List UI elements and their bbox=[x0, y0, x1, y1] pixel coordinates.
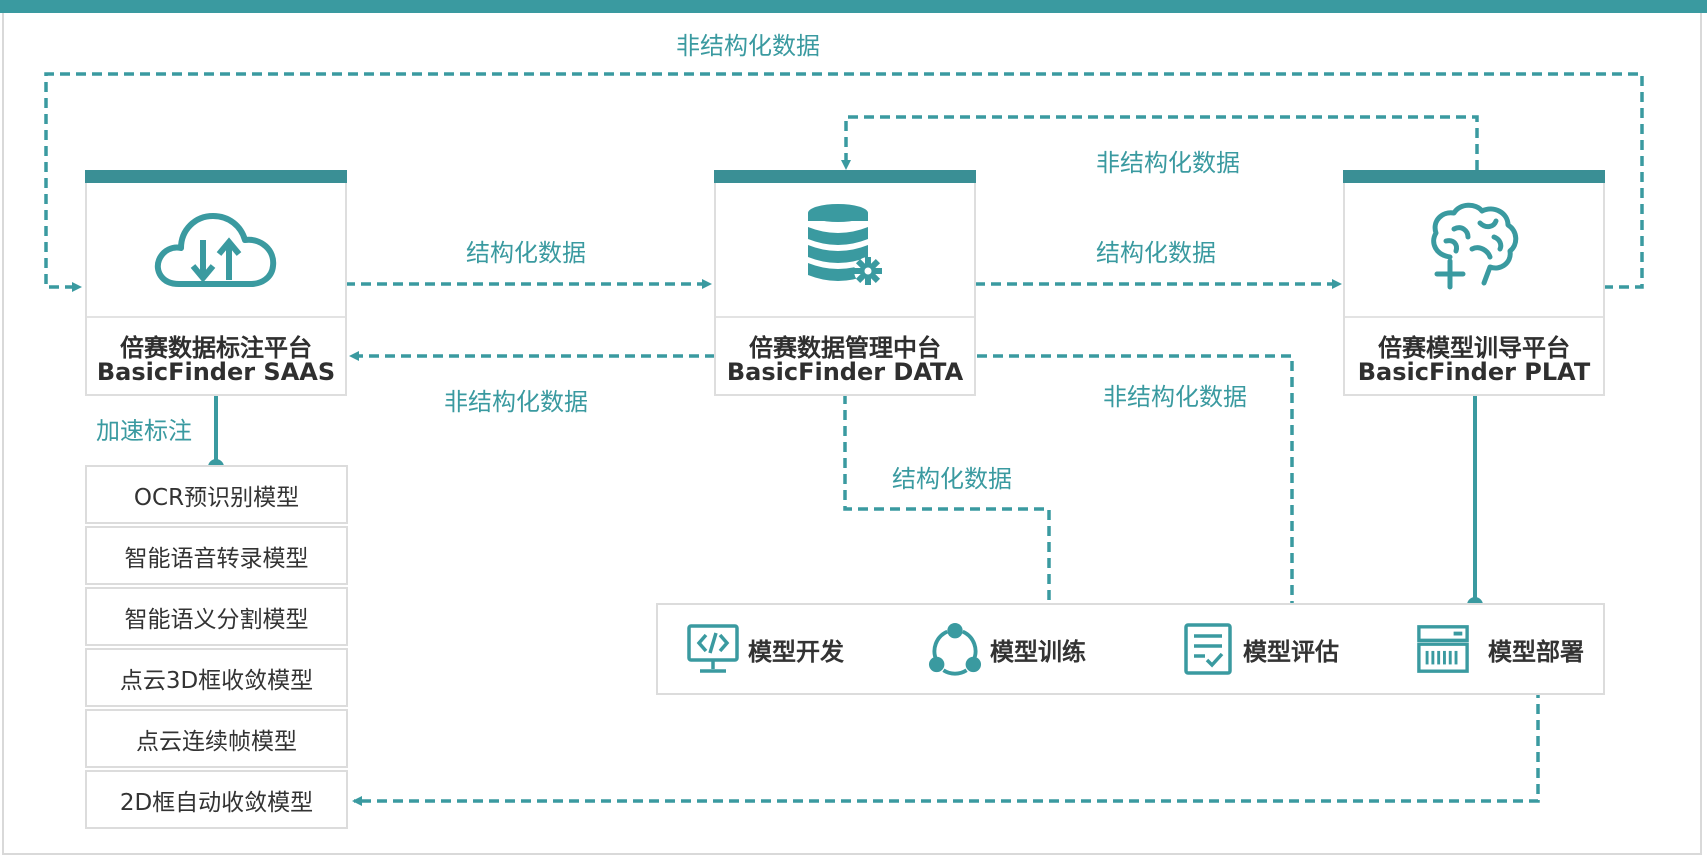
platform-subtitle: BasicFinder DATA bbox=[726, 358, 964, 386]
flow-label-top-unstructured: 非结构化数据 bbox=[676, 32, 820, 60]
server-icon bbox=[1416, 622, 1470, 676]
flow-label-data-to-eval: 非结构化数据 bbox=[1103, 383, 1247, 411]
pipeline-step-label: 模型训练 bbox=[990, 637, 1086, 666]
model-list: OCR预识别模型 智能语音转录模型 智能语义分割模型 点云3D框收敛模型 点云连… bbox=[85, 465, 348, 831]
saas-platform-card: 倍赛数据标注平台 BasicFinder SAAS bbox=[85, 170, 347, 396]
platform-name: 倍赛数据标注平台 bbox=[120, 334, 312, 362]
list-item: 点云连续帧模型 bbox=[85, 709, 348, 768]
list-item: OCR预识别模型 bbox=[85, 465, 348, 524]
brain-plus-icon bbox=[1345, 192, 1603, 302]
flow-label-data-to-saas: 非结构化数据 bbox=[444, 388, 588, 416]
card-header-bar bbox=[1343, 170, 1605, 183]
flow-label-accelerate: 加速标注 bbox=[96, 417, 192, 445]
cycle-nodes-icon bbox=[928, 622, 982, 676]
deploy-to-models-connector bbox=[352, 672, 1540, 806]
platform-name: 倍赛数据管理中台 bbox=[749, 334, 941, 362]
pipeline-step-label: 模型评估 bbox=[1243, 637, 1339, 666]
database-gear-icon bbox=[716, 192, 974, 302]
pipeline-step-label: 模型开发 bbox=[748, 637, 844, 666]
flow-label-data-to-train: 结构化数据 bbox=[892, 465, 1012, 493]
flow-label-plat-to-data: 非结构化数据 bbox=[1096, 149, 1240, 177]
card-divider bbox=[1345, 316, 1603, 318]
list-item: 点云3D框收敛模型 bbox=[85, 648, 348, 707]
top-bar bbox=[0, 0, 1707, 13]
code-monitor-icon bbox=[686, 622, 740, 676]
top-loop-connector bbox=[44, 72, 1644, 292]
list-item: 智能语义分割模型 bbox=[85, 587, 348, 646]
pipeline-step-deploy: 模型部署 bbox=[1416, 605, 1584, 693]
plat-to-data-connector bbox=[841, 115, 1479, 170]
flow-label-data-to-plat: 结构化数据 bbox=[1096, 239, 1216, 267]
cloud-upload-download-icon bbox=[87, 192, 345, 302]
data-platform-card: 倍赛数据管理中台 BasicFinder DATA bbox=[714, 170, 976, 396]
card-divider bbox=[716, 316, 974, 318]
model-pipeline: 模型开发 模型训练 bbox=[656, 603, 1605, 695]
list-item: 2D框自动收敛模型 bbox=[85, 770, 348, 829]
list-item: 智能语音转录模型 bbox=[85, 526, 348, 585]
platform-subtitle: BasicFinder PLAT bbox=[1357, 358, 1591, 386]
data-to-train-connector bbox=[843, 394, 1054, 622]
card-header-bar bbox=[714, 170, 976, 183]
platform-name: 倍赛模型训导平台 bbox=[1378, 334, 1570, 362]
pipeline-step-label: 模型部署 bbox=[1488, 637, 1584, 666]
card-divider bbox=[87, 316, 345, 318]
platform-subtitle: BasicFinder SAAS bbox=[96, 358, 336, 386]
flow-label-saas-to-data: 结构化数据 bbox=[466, 239, 586, 267]
checklist-icon bbox=[1181, 622, 1235, 676]
pipeline-step-train: 模型训练 bbox=[928, 605, 1086, 693]
diagram-frame bbox=[2, 13, 1702, 855]
data-to-eval-connector bbox=[977, 354, 1297, 622]
card-header-bar bbox=[85, 170, 347, 183]
pipeline-step-develop: 模型开发 bbox=[686, 605, 844, 693]
plat-platform-card: 倍赛模型训导平台 BasicFinder PLAT bbox=[1343, 170, 1605, 396]
pipeline-step-evaluate: 模型评估 bbox=[1181, 605, 1339, 693]
